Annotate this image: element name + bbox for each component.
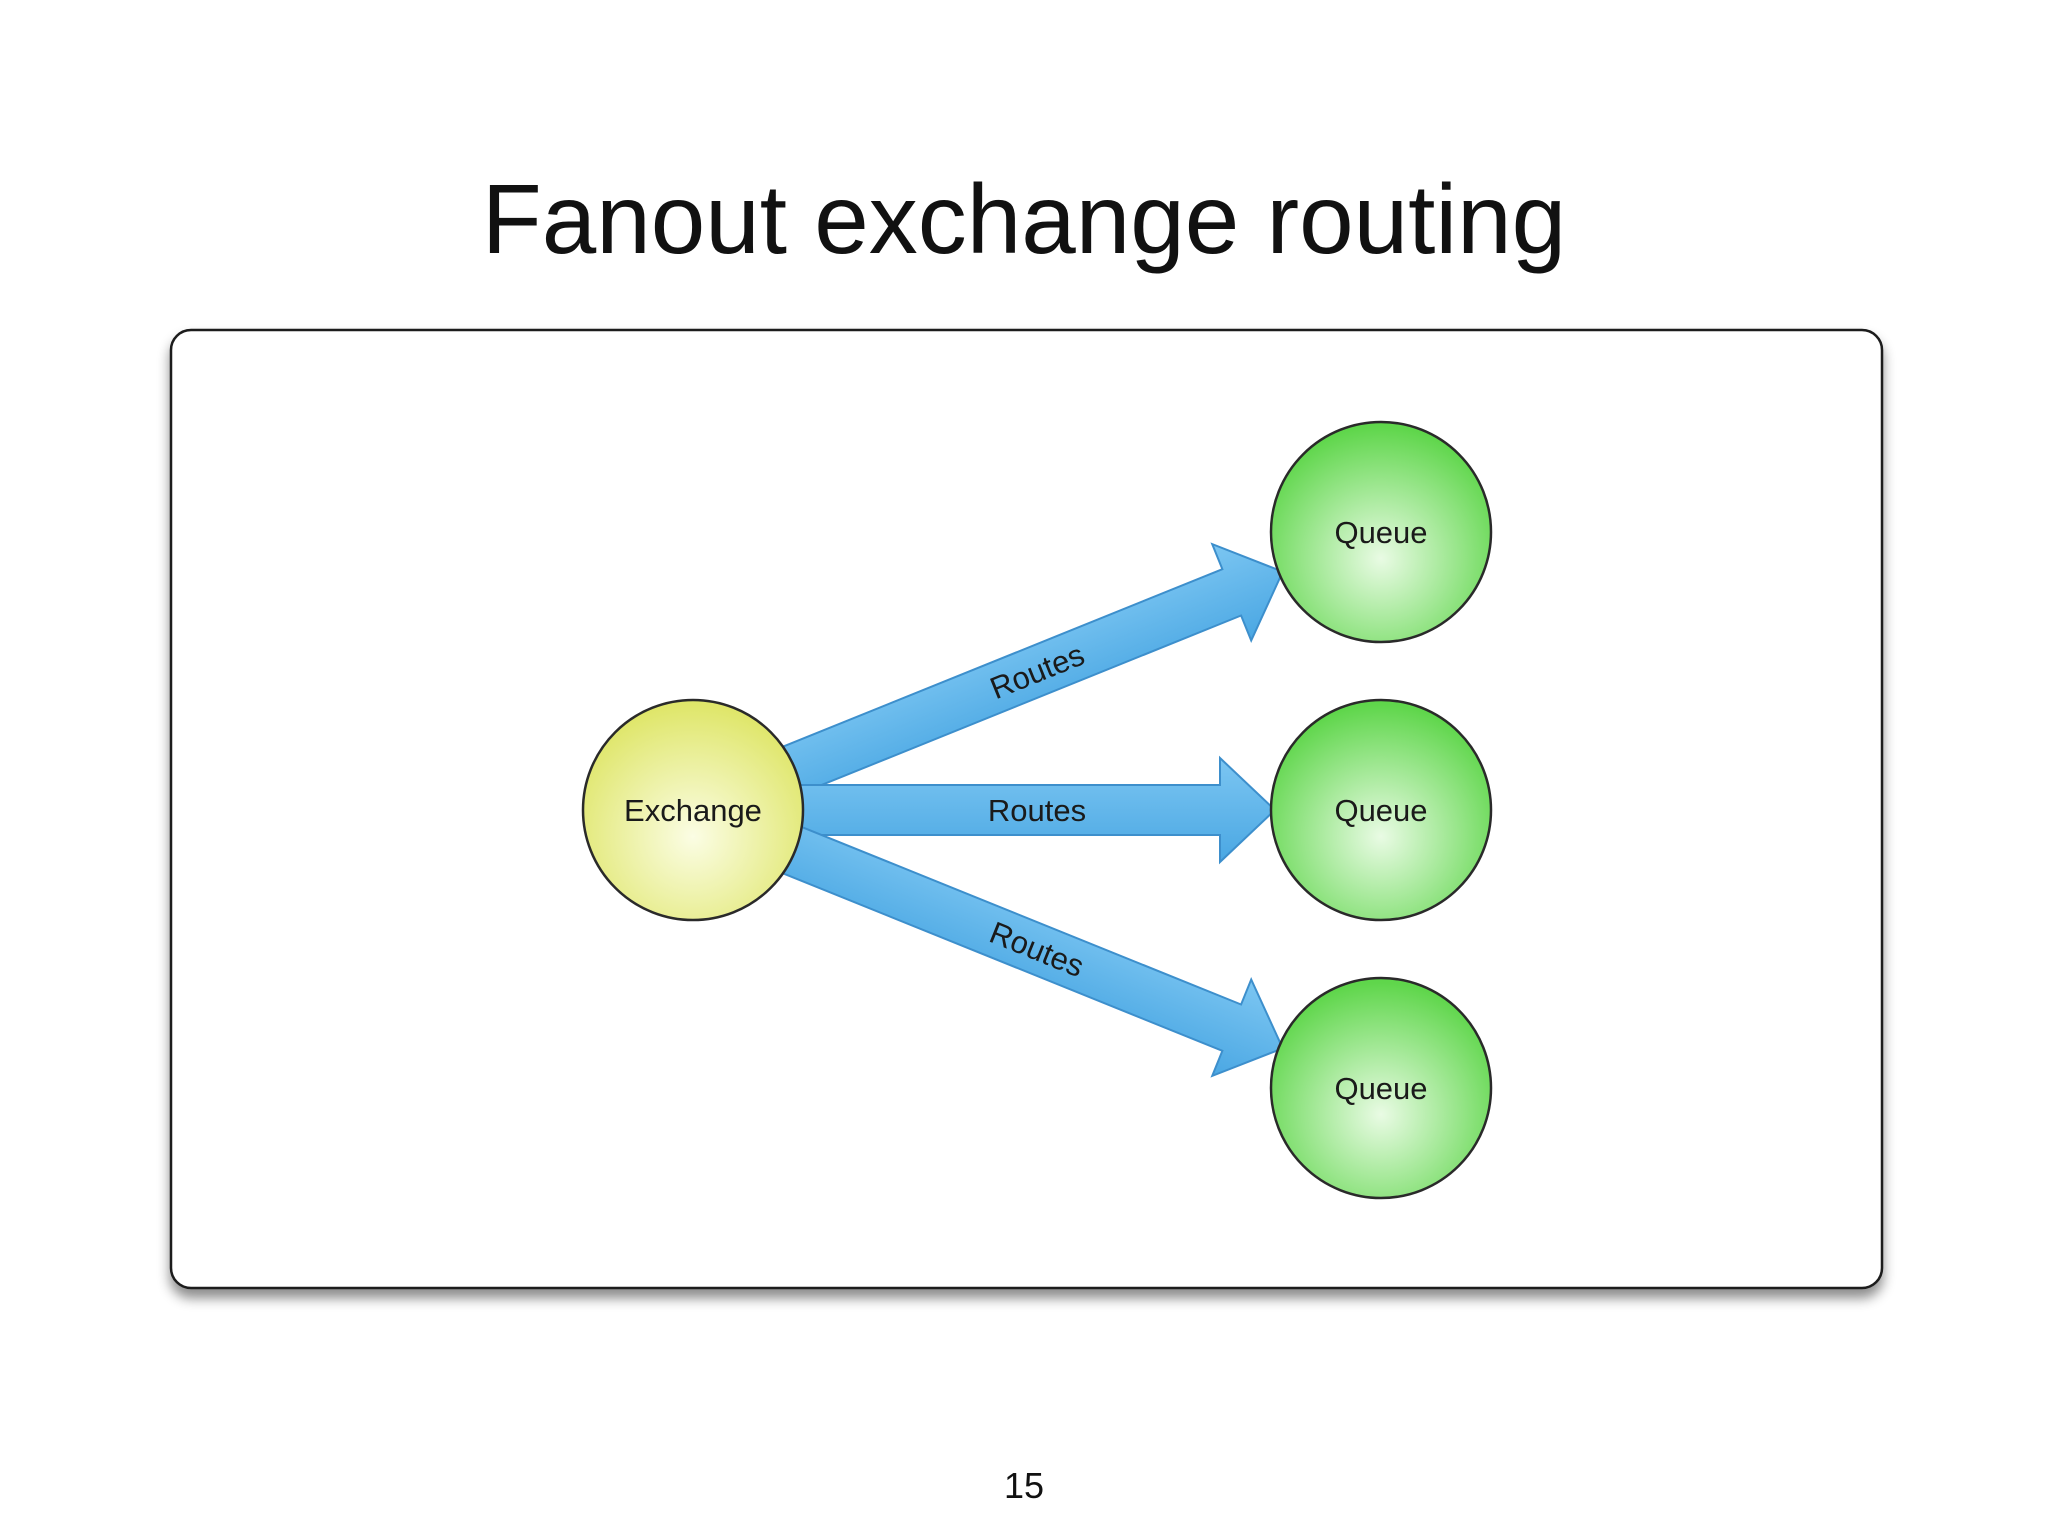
queue-circle	[1269, 976, 1493, 1200]
queue-label: Queue	[1334, 515, 1427, 550]
queue-node-3: Queue	[1269, 976, 1493, 1200]
exchange-node: Exchange	[581, 698, 805, 922]
queue-circle	[1269, 698, 1493, 922]
queue-label: Queue	[1334, 1071, 1427, 1106]
queue-node-1: Queue	[1269, 420, 1493, 644]
route-arrow-2: Routes	[794, 755, 1277, 865]
exchange-circle	[581, 698, 805, 922]
route-arrow-shape	[776, 823, 1285, 1078]
exchange-label: Exchange	[624, 793, 762, 828]
route-arrow-shape	[794, 755, 1277, 865]
page-number: 15	[1003, 1465, 1045, 1506]
queue-circle	[1269, 420, 1493, 644]
route-arrow-shape	[776, 542, 1285, 797]
queue-node-2: Queue	[1269, 698, 1493, 922]
route-label: Routes	[988, 793, 1086, 828]
queue-label: Queue	[1334, 793, 1427, 828]
slide-title: Fanout exchange routing	[481, 164, 1567, 274]
